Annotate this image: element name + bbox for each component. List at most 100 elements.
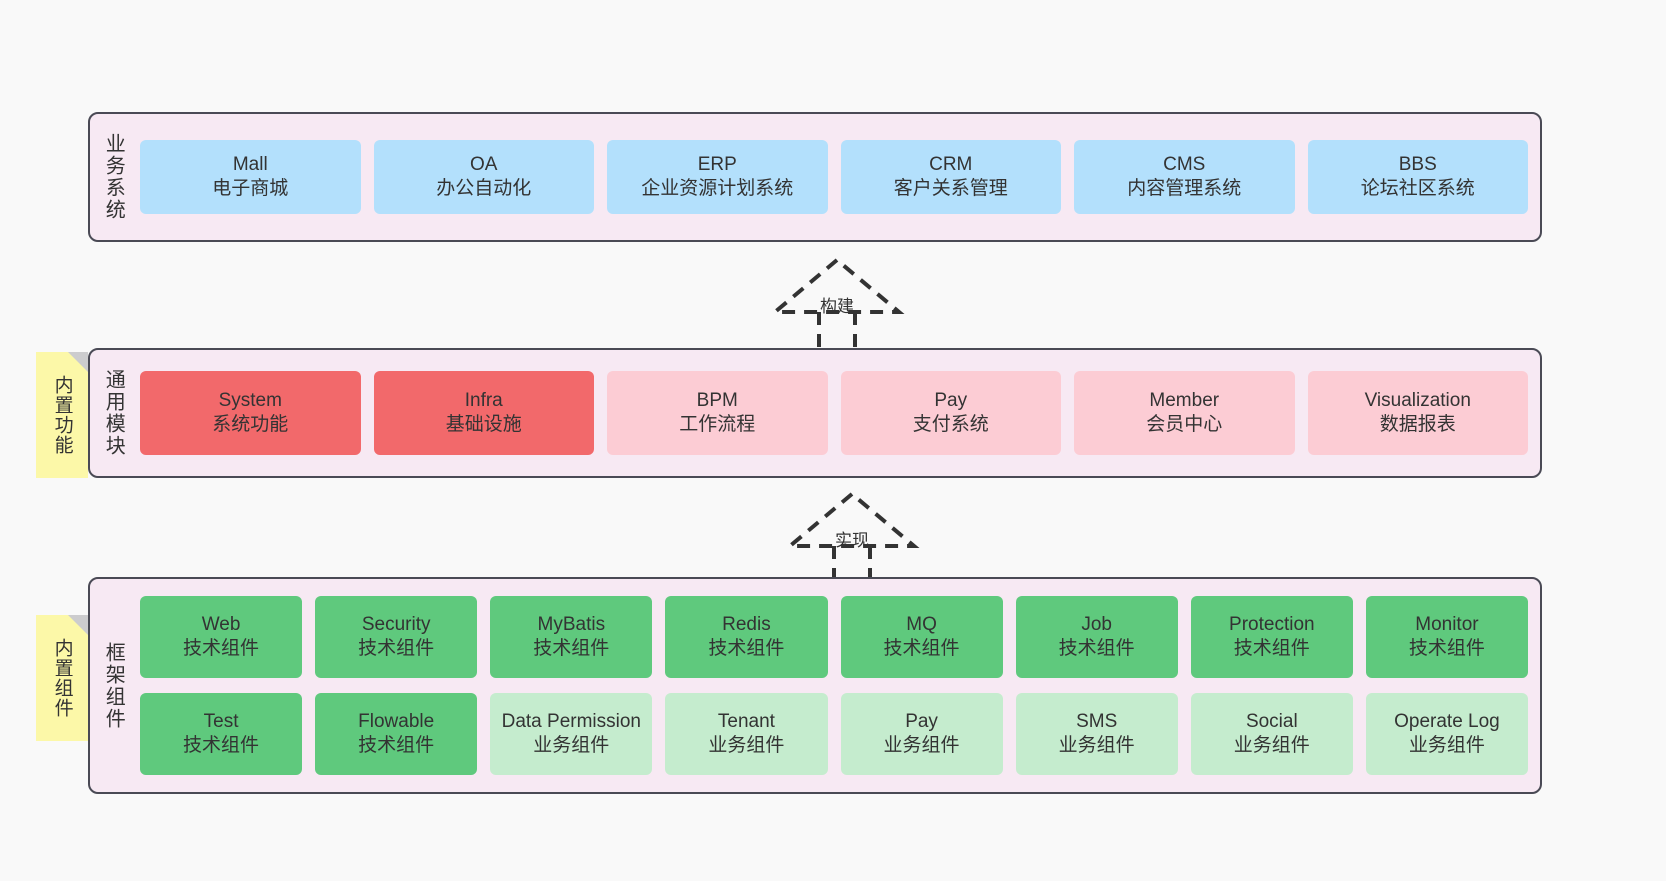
module-card-cn-label: 系统功能 <box>212 414 289 435</box>
component-card-cn-label: 业务组件 <box>883 735 960 756</box>
component-card-cn-label: 技术组件 <box>883 638 960 659</box>
component-card-cn-label: 业务组件 <box>1058 735 1135 756</box>
module-card-en-label: Pay <box>934 389 968 411</box>
layer-title-common: 通用模块 <box>102 369 125 457</box>
component-card-redis[interactable]: Redis 技术组件 <box>665 596 828 678</box>
component-card-en-label: Pay <box>905 710 938 732</box>
module-card-en-label: OA <box>470 153 498 175</box>
module-card-cn-label: 办公自动化 <box>436 178 532 199</box>
module-card-en-label: Mall <box>232 153 268 175</box>
component-card-cn-label: 技术组件 <box>1408 638 1485 659</box>
layer-row: Web 技术组件 Security 技术组件 MyBatis 技术组件 Redi… <box>140 596 1528 678</box>
module-card-oa[interactable]: OA 办公自动化 <box>373 140 594 214</box>
module-card-cn-label: 论坛社区系统 <box>1360 178 1475 199</box>
component-card-security[interactable]: Security 技术组件 <box>315 596 478 678</box>
component-card-cn-label: 业务组件 <box>1233 735 1310 756</box>
component-card-social[interactable]: Social 业务组件 <box>1190 693 1353 775</box>
component-card-test[interactable]: Test 技术组件 <box>140 693 303 775</box>
component-card-pay[interactable]: Pay 业务组件 <box>840 693 1003 775</box>
component-card-en-label: Operate Log <box>1394 710 1500 732</box>
component-card-en-label: Social <box>1245 710 1298 732</box>
component-card-en-label: Job <box>1081 613 1112 635</box>
layer-business-system: 业务系统 Mall 电子商城 OA 办公自动化 ERP 企业资源计划系统 CRM… <box>88 112 1542 242</box>
layer-title-business: 业务系统 <box>102 133 125 221</box>
module-card-cn-label: 支付系统 <box>912 414 989 435</box>
layer-body-common: System 系统功能 Infra 基础设施 BPM 工作流程 Pay 支付系统… <box>136 350 1540 476</box>
component-card-mq[interactable]: MQ 技术组件 <box>840 596 1003 678</box>
module-card-en-label: ERP <box>697 153 737 175</box>
component-card-data-permission[interactable]: Data Permission 业务组件 <box>490 693 653 775</box>
component-card-en-label: Monitor <box>1415 613 1479 635</box>
component-card-en-label: Redis <box>722 613 771 635</box>
module-card-en-label: Visualization <box>1364 389 1471 411</box>
module-card-cms[interactable]: CMS 内容管理系统 <box>1074 140 1295 214</box>
component-card-protection[interactable]: Protection 技术组件 <box>1190 596 1353 678</box>
module-card-cn-label: 客户关系管理 <box>893 178 1008 199</box>
module-card-en-label: Infra <box>464 389 503 411</box>
component-card-web[interactable]: Web 技术组件 <box>140 596 303 678</box>
sticky-note-builtin-component: 内置组件 <box>36 615 88 741</box>
component-card-cn-label: 技术组件 <box>358 735 435 756</box>
module-card-mall[interactable]: Mall 电子商城 <box>140 140 361 214</box>
layer-framework-component: 框架组件 Web 技术组件 Security 技术组件 MyBatis 技术组件… <box>88 577 1542 794</box>
component-card-en-label: Tenant <box>717 710 775 732</box>
module-card-visualization[interactable]: Visualization 数据报表 <box>1307 371 1528 455</box>
module-card-cn-label: 工作流程 <box>679 414 756 435</box>
layer-common-module: 通用模块 System 系统功能 Infra 基础设施 BPM 工作流程 Pay… <box>88 348 1542 478</box>
module-card-en-label: System <box>218 389 282 411</box>
component-card-monitor[interactable]: Monitor 技术组件 <box>1365 596 1528 678</box>
component-card-tenant[interactable]: Tenant 业务组件 <box>665 693 828 775</box>
arrow-head-triangle <box>784 491 920 548</box>
module-card-crm[interactable]: CRM 客户关系管理 <box>840 140 1061 214</box>
module-card-en-label: BPM <box>696 389 738 411</box>
module-card-en-label: CRM <box>929 153 973 175</box>
module-card-cn-label: 数据报表 <box>1379 414 1456 435</box>
layer-row: Test 技术组件 Flowable 技术组件 Data Permission … <box>140 693 1528 775</box>
component-card-en-label: Flowable <box>358 710 435 732</box>
component-card-flowable[interactable]: Flowable 技术组件 <box>315 693 478 775</box>
module-card-cn-label: 基础设施 <box>445 414 522 435</box>
arrow-realize: 实现 <box>772 488 932 588</box>
module-card-pay[interactable]: Pay 支付系统 <box>840 371 1061 455</box>
module-card-en-label: Member <box>1149 389 1220 411</box>
component-card-cn-label: 业务组件 <box>708 735 785 756</box>
component-card-cn-label: 技术组件 <box>183 638 260 659</box>
sticky-note-label: 内置组件 <box>51 638 73 718</box>
component-card-cn-label: 技术组件 <box>1233 638 1310 659</box>
module-card-cn-label: 会员中心 <box>1146 414 1223 435</box>
component-card-en-label: Data Permission <box>501 710 641 732</box>
module-card-bbs[interactable]: BBS 论坛社区系统 <box>1307 140 1528 214</box>
component-card-cn-label: 业务组件 <box>1408 735 1485 756</box>
layer-row: Mall 电子商城 OA 办公自动化 ERP 企业资源计划系统 CRM 客户关系… <box>140 140 1528 214</box>
component-card-en-label: MQ <box>906 613 937 635</box>
module-card-erp[interactable]: ERP 企业资源计划系统 <box>607 140 828 214</box>
module-card-en-label: BBS <box>1398 153 1437 175</box>
component-card-operate-log[interactable]: Operate Log 业务组件 <box>1365 693 1528 775</box>
sticky-note-builtin-function: 内置功能 <box>36 352 88 478</box>
module-card-cn-label: 企业资源计划系统 <box>641 178 794 199</box>
arrow-head-triangle <box>769 257 905 314</box>
component-card-job[interactable]: Job 技术组件 <box>1015 596 1178 678</box>
arrow-build: 构建 <box>757 254 917 354</box>
component-card-cn-label: 技术组件 <box>1058 638 1135 659</box>
module-card-infra[interactable]: Infra 基础设施 <box>373 371 594 455</box>
layer-body-frame: Web 技术组件 Security 技术组件 MyBatis 技术组件 Redi… <box>136 579 1540 792</box>
layer-title-frame: 框架组件 <box>102 641 125 730</box>
module-card-bpm[interactable]: BPM 工作流程 <box>607 371 828 455</box>
module-card-cn-label: 内容管理系统 <box>1127 178 1242 199</box>
sticky-note-label: 内置功能 <box>51 375 73 455</box>
module-card-cn-label: 电子商城 <box>212 178 289 199</box>
component-card-cn-label: 技术组件 <box>533 638 610 659</box>
component-card-sms[interactable]: SMS 业务组件 <box>1015 693 1178 775</box>
component-card-mybatis[interactable]: MyBatis 技术组件 <box>490 596 653 678</box>
layer-row: System 系统功能 Infra 基础设施 BPM 工作流程 Pay 支付系统… <box>140 371 1528 455</box>
component-card-cn-label: 技术组件 <box>183 735 260 756</box>
module-card-member[interactable]: Member 会员中心 <box>1074 371 1295 455</box>
component-card-en-label: Test <box>203 710 239 732</box>
component-card-en-label: Security <box>361 613 431 635</box>
module-card-en-label: CMS <box>1163 153 1206 175</box>
component-card-en-label: Web <box>201 613 241 635</box>
component-card-cn-label: 业务组件 <box>533 735 610 756</box>
module-card-system[interactable]: System 系统功能 <box>140 371 361 455</box>
